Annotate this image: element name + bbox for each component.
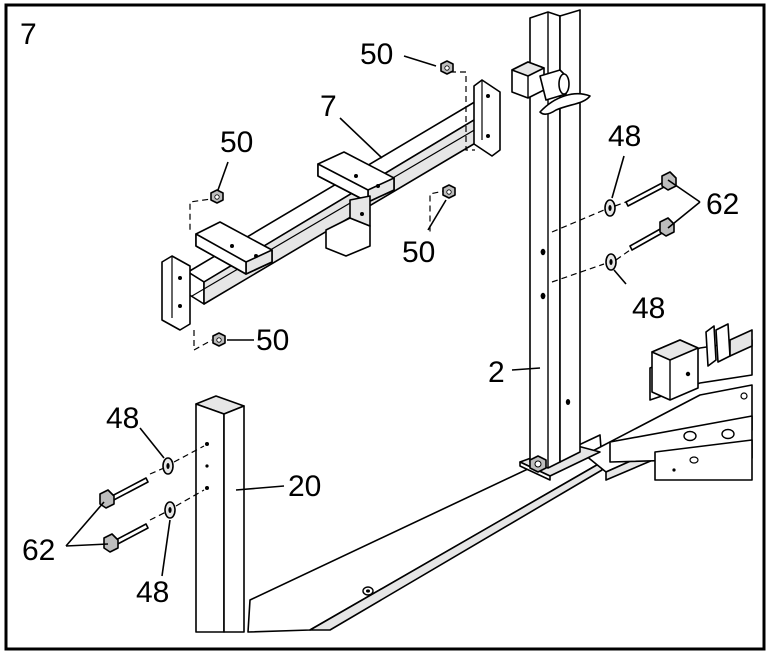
alignment-lines-left: [149, 445, 205, 521]
right-base-assembly: [584, 323, 753, 481]
step-number: 7: [20, 18, 37, 51]
callout-bolt-right: 62: [706, 188, 739, 221]
upright-part-2: [511, 9, 601, 481]
callout-nut-top: 50: [360, 38, 393, 71]
nut-50-top: [440, 60, 454, 75]
bolt-62-left-top: [99, 477, 149, 509]
washer-48-right-bottom: [605, 253, 617, 271]
nut-50-left-top: [210, 189, 224, 204]
bolt-62-left-bottom: [103, 523, 149, 553]
nut-50-right-mid: [442, 184, 456, 199]
alignment-lines-crossbar: [189, 71, 475, 352]
diagram-frame: [4, 3, 766, 651]
nut-50-left-bottom: [212, 332, 226, 347]
callout-washer-left-top: 48: [106, 402, 139, 435]
base-frame: [247, 434, 603, 633]
washer-48-left-top: [162, 457, 174, 475]
bolt-62-right-bottom: [629, 217, 675, 251]
callout-nut-left-bottom: 50: [256, 324, 289, 357]
alignment-lines-right: [551, 201, 631, 283]
callout-upright-right: 2: [488, 356, 505, 389]
washer-48-right-top: [604, 199, 616, 217]
callout-washer-left-bottom: 48: [136, 576, 169, 609]
upright-part-20: [195, 395, 245, 633]
leader-lines: [65, 55, 701, 577]
callout-washer-right-top: 48: [608, 120, 641, 153]
washer-48-left-bottom: [164, 501, 176, 519]
callout-nut-right-mid: 50: [402, 236, 435, 269]
bolt-62-right-top: [625, 171, 677, 207]
callout-crossbar: 7: [320, 90, 337, 123]
callout-bolt-left: 62: [22, 534, 55, 567]
callout-upright-left: 20: [288, 470, 321, 503]
callout-nut-left-top: 50: [220, 126, 253, 159]
callout-washer-right-bottom: 48: [632, 292, 665, 325]
